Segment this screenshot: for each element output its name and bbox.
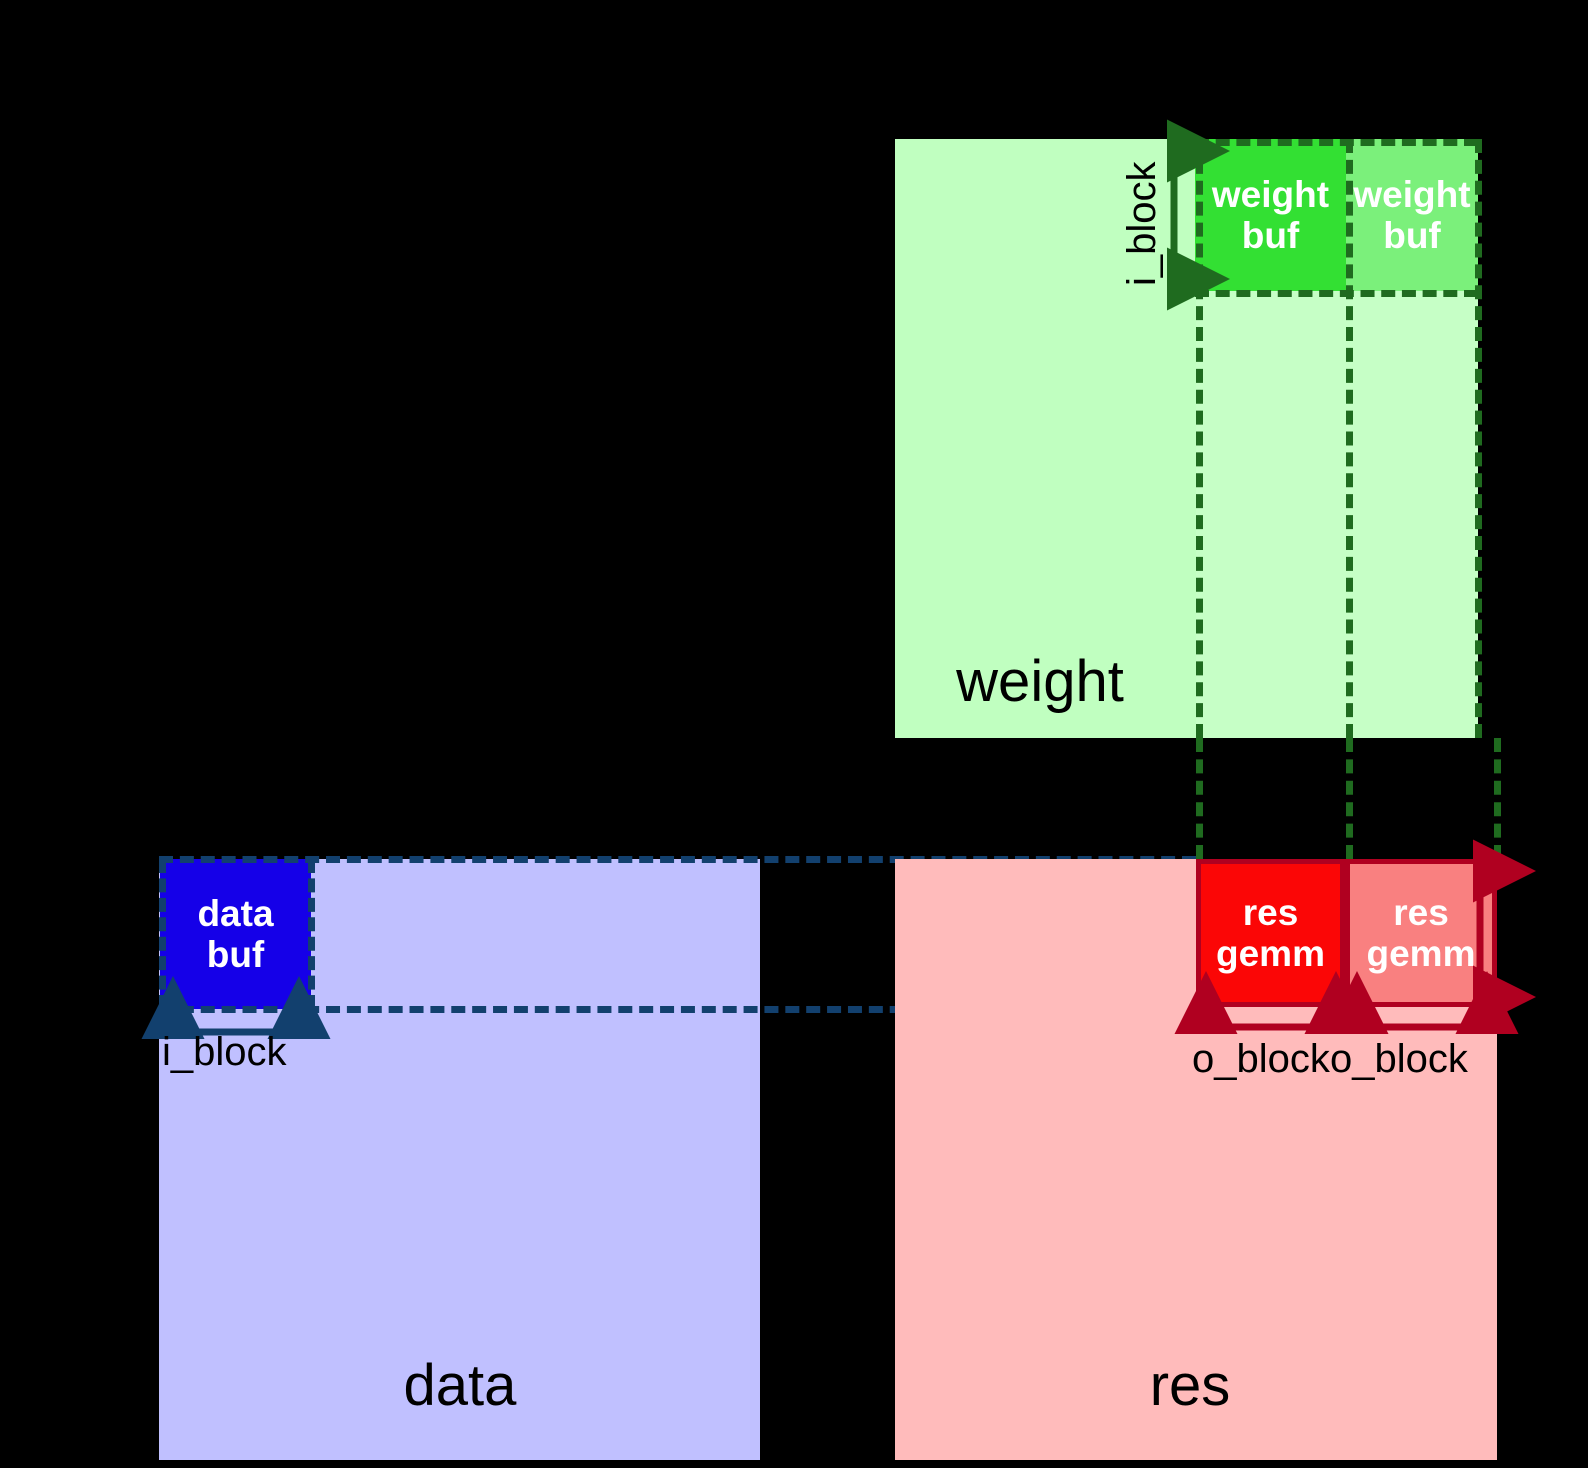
weight-dashed-vline-1 xyxy=(1196,139,1203,738)
weight-dashed-hline-bottom xyxy=(1195,290,1478,297)
i-block-vertical-label: i_block xyxy=(1120,161,1164,286)
data-matrix-label: data xyxy=(403,1353,517,1418)
weight-buf-block-1 xyxy=(1195,139,1346,291)
connector-green-vline-2 xyxy=(1346,738,1353,859)
connector-green-vline-1 xyxy=(1196,738,1203,859)
data-buf-block xyxy=(160,859,311,1009)
i-block-vertical-arrow xyxy=(1167,119,1230,311)
data-dashed-vline-right xyxy=(308,859,315,1009)
weight-dashed-hline-top xyxy=(1195,139,1478,146)
res-gemm-block-1 xyxy=(1196,859,1345,1007)
weight-column-strip-1 xyxy=(1196,290,1346,738)
weight-dashed-vline-3 xyxy=(1475,139,1482,738)
data-dashed-vline-left xyxy=(159,859,166,1009)
res-row-height-arrow xyxy=(1473,839,1536,1029)
i-block-horizontal-arrow xyxy=(141,976,331,1039)
weight-dashed-vline-2 xyxy=(1346,139,1353,738)
o-block-label-1: o_block xyxy=(1192,1037,1330,1081)
o-block-arrow-1 xyxy=(1174,971,1368,1034)
connector-green-vline-3 xyxy=(1494,738,1501,859)
weight-column-strip-2 xyxy=(1346,290,1478,738)
data-dashed-hline-bottom xyxy=(159,1006,1196,1013)
res-matrix-label: res xyxy=(1149,1353,1231,1418)
weight-matrix-label: weight xyxy=(956,649,1124,714)
o-block-arrow-2 xyxy=(1325,971,1519,1034)
weight-buf-block-2 xyxy=(1346,139,1478,291)
o-block-label-2: o_block xyxy=(1330,1037,1468,1081)
data-dashed-hline-top xyxy=(159,856,1196,863)
i-block-horizontal-label: i_block xyxy=(162,1030,287,1074)
